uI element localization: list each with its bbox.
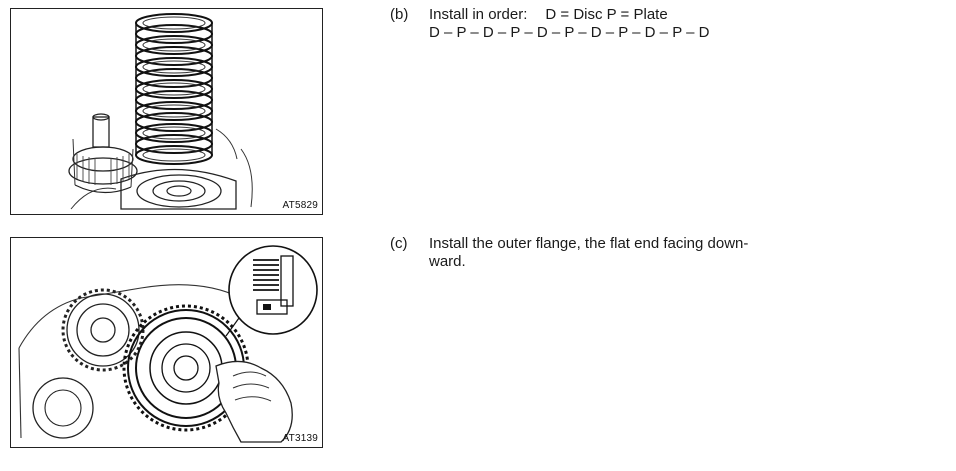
figure-clutch-pack: AT5829 <box>10 8 323 215</box>
step-letter: (b) <box>390 6 409 23</box>
step-b: (b) Install in order:D = Disc P = Plate … <box>390 6 910 46</box>
figure-code: AT3139 <box>282 433 318 444</box>
step-c-line1: Install the outer flange, the flat end f… <box>429 235 749 252</box>
step-b-line1: Install in order: D = Disc P = Plate <box>429 6 709 24</box>
step-c: (c) Install the outer flange, the flat e… <box>390 235 910 275</box>
step-b-intro: Install in order: <box>429 6 528 23</box>
figure-outer-flange: AT3139 <box>10 237 323 448</box>
outer-flange-install-illustration <box>18 245 318 443</box>
figure-code: AT5829 <box>282 200 318 211</box>
step-b-order: D – P – D – P – D – P – D – P – D – P – … <box>429 24 710 41</box>
step-letter: (c) <box>390 235 408 252</box>
step-b-legend: D = Disc P = Plate <box>545 6 668 23</box>
step-c-line2: ward. <box>429 253 466 270</box>
clutch-disc-stack-illustration <box>68 13 253 210</box>
